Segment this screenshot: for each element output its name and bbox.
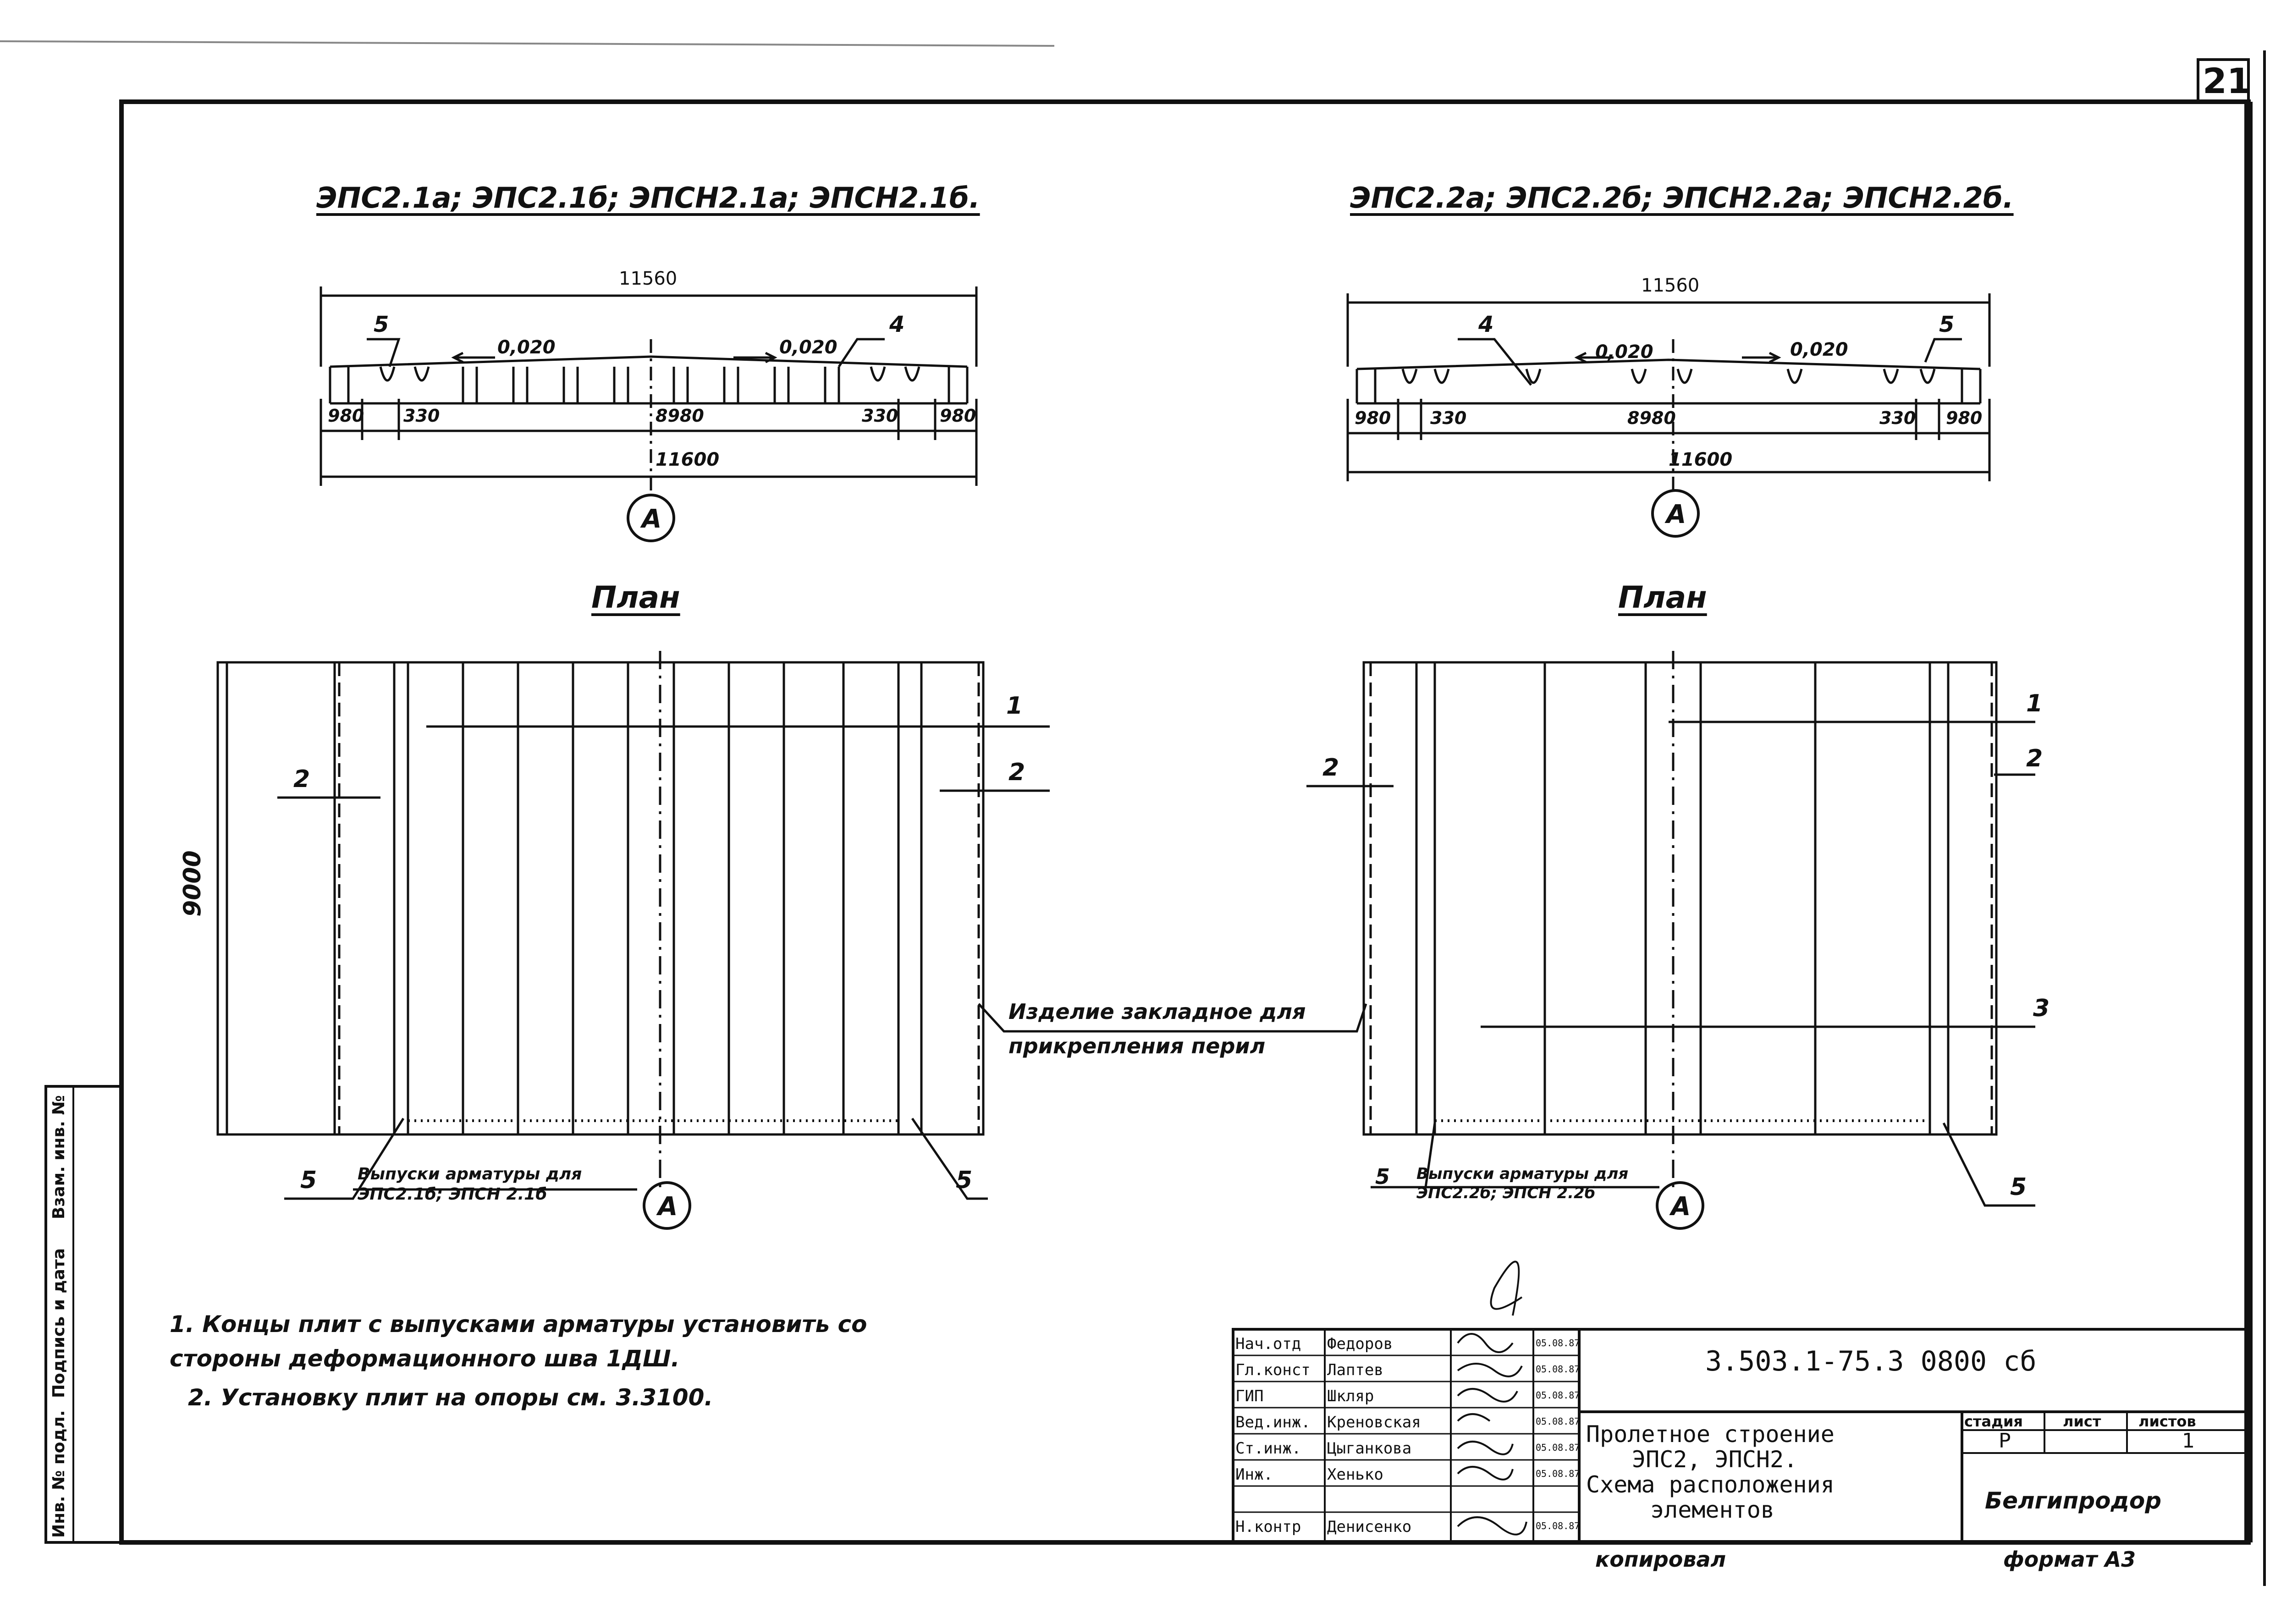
- title-block: [1232, 1328, 2250, 1544]
- right-label-5-left: 5: [1375, 1164, 1390, 1189]
- left-height-dim: 9000: [179, 850, 206, 917]
- tb-name-0: Федоров: [1327, 1335, 1393, 1353]
- left-outlets-note: Выпуски арматуры для ЭПС2.1б; ЭПСН 2.1б: [358, 1165, 582, 1204]
- tb-sheets: 1: [2182, 1429, 2195, 1453]
- right-plan-title: План: [1618, 580, 1707, 615]
- drawing-code: 3.503.1-75.3 0800 сб: [1705, 1345, 2037, 1377]
- left-label-1: 1: [1006, 692, 1023, 720]
- sheet-number: 21: [2203, 61, 2251, 101]
- tb-description-2: ЭПС2, ЭПСН2.: [1632, 1446, 1798, 1473]
- tb-date-1: 05.08.87: [1536, 1364, 1580, 1375]
- right-total-width: 11600: [1669, 449, 1733, 470]
- right-cross-section: [1346, 293, 1991, 538]
- left-dim-3: 330: [862, 406, 898, 426]
- tb-description-4: элементов: [1650, 1497, 1774, 1523]
- tb-date-4: 05.08.87: [1536, 1442, 1580, 1453]
- note-line-2: стороны деформационного шва 1ДШ.: [170, 1345, 680, 1372]
- tb-date-7: 05.08.87: [1536, 1520, 1580, 1531]
- left-total-width: 11600: [656, 449, 720, 470]
- tb-sheet-header: лист: [2063, 1413, 2101, 1430]
- right-dim-3: 330: [1879, 408, 1916, 428]
- right-section-title: ЭПС2.2а; ЭПС2.2б; ЭПСН2.2а; ЭПСН2.2б.: [1350, 181, 2014, 215]
- right-label-1: 1: [2026, 690, 2043, 717]
- right-mark-4: 4: [1478, 312, 1494, 337]
- side-stamp-sign: Подпись и дата: [50, 1248, 68, 1398]
- left-label-2-right: 2: [1008, 759, 1025, 786]
- right-dim-0: 980: [1355, 408, 1391, 428]
- embedded-note-line-2: прикрепления перил: [1008, 1034, 1266, 1058]
- side-stamp-replace: Взам. инв. №: [50, 1095, 68, 1219]
- tb-organization: Белгипродор: [1985, 1487, 2162, 1514]
- right-dim-2: 8980: [1627, 408, 1676, 428]
- right-slope-left: 0,020: [1595, 341, 1653, 363]
- left-plan-title: План: [591, 580, 680, 615]
- tb-name-7: Денисенко: [1327, 1518, 1412, 1536]
- left-slope-right: 0,020: [779, 337, 837, 358]
- left-dim-1: 330: [403, 406, 440, 426]
- tb-name-2: Шкляр: [1327, 1387, 1374, 1405]
- tb-role-7: Н.контр: [1235, 1518, 1301, 1536]
- left-label-5-left: 5: [300, 1167, 317, 1194]
- tb-name-3: Креновская: [1327, 1413, 1421, 1431]
- left-mark-5: 5: [374, 312, 389, 337]
- left-cross-section: [320, 286, 978, 542]
- right-label-2-left: 2: [1322, 754, 1339, 782]
- tb-format: формат А3: [2003, 1547, 2136, 1572]
- note-line-3: 2. Установку плит на опоры см. 3.3100.: [188, 1384, 713, 1411]
- right-label-2-right: 2: [2026, 745, 2043, 772]
- sheet-number-box: [2197, 58, 2250, 103]
- tb-stage-header: стадия: [1964, 1413, 2023, 1430]
- right-mark-5: 5: [1939, 312, 1955, 337]
- right-axis-label-plan: А: [1671, 1192, 1691, 1222]
- side-stamp-inv: Инв. № подл.: [50, 1410, 68, 1538]
- left-top-span: 11560: [619, 268, 678, 289]
- left-dim-0: 980: [328, 406, 364, 426]
- tb-copied-by: копировал: [1595, 1547, 1726, 1572]
- left-label-2-left: 2: [293, 765, 310, 793]
- tb-date-3: 05.08.87: [1536, 1416, 1580, 1427]
- left-mark-4: 4: [889, 312, 905, 337]
- left-axis-label-plan: А: [658, 1192, 678, 1222]
- tb-role-1: Гл.конст: [1235, 1361, 1311, 1379]
- tb-role-5: Инж.: [1235, 1465, 1273, 1484]
- right-dim-1: 330: [1430, 408, 1467, 428]
- right-label-5-right: 5: [2010, 1173, 2027, 1201]
- left-label-5-right: 5: [956, 1167, 973, 1194]
- left-plan: [216, 651, 1367, 1230]
- right-axis-label: А: [1666, 500, 1686, 529]
- tb-date-2: 05.08.87: [1536, 1390, 1580, 1401]
- tb-role-3: Вед.инж.: [1235, 1413, 1311, 1431]
- tb-name-5: Хенько: [1327, 1465, 1383, 1484]
- tb-date-5: 05.08.87: [1536, 1468, 1580, 1479]
- left-section-title: ЭПС2.1а; ЭПС2.1б; ЭПСН2.1а; ЭПСН2.1б.: [316, 181, 980, 215]
- tb-description-3: Схема расположения: [1586, 1471, 1835, 1498]
- tb-role-4: Ст.инж.: [1235, 1439, 1301, 1458]
- left-axis-label: А: [642, 504, 662, 534]
- right-top-span: 11560: [1641, 275, 1700, 296]
- tb-sheets-header: листов: [2138, 1413, 2196, 1430]
- tb-name-1: Лаптев: [1327, 1361, 1383, 1379]
- left-dim-4: 980: [940, 406, 976, 426]
- tb-stage: Р: [1999, 1429, 2011, 1453]
- tb-name-4: Цыганкова: [1327, 1439, 1412, 1458]
- embedded-note-line-1: Изделие закладное для: [1008, 999, 1306, 1024]
- right-slope-right: 0,020: [1790, 339, 1848, 360]
- right-dim-4: 980: [1946, 408, 1983, 428]
- tb-description-1: Пролетное строение: [1586, 1421, 1835, 1448]
- signatures: [1457, 1261, 1527, 1536]
- left-dim-2: 8980: [656, 406, 704, 426]
- tb-role-2: ГИП: [1235, 1387, 1264, 1405]
- right-label-3: 3: [2033, 995, 2050, 1022]
- right-outlets-note: Выпуски арматуры для ЭПС2.2б; ЭПСН 2.2б: [1416, 1165, 1629, 1202]
- left-slope-left: 0,020: [497, 337, 556, 358]
- side-stamp: [44, 1085, 123, 1544]
- tb-date-0: 05.08.87: [1536, 1338, 1580, 1349]
- tb-role-0: Нач.отд: [1235, 1335, 1301, 1353]
- right-plan: [1306, 651, 2035, 1230]
- note-line-1: 1. Концы плит с выпусками арматуры устан…: [170, 1311, 867, 1338]
